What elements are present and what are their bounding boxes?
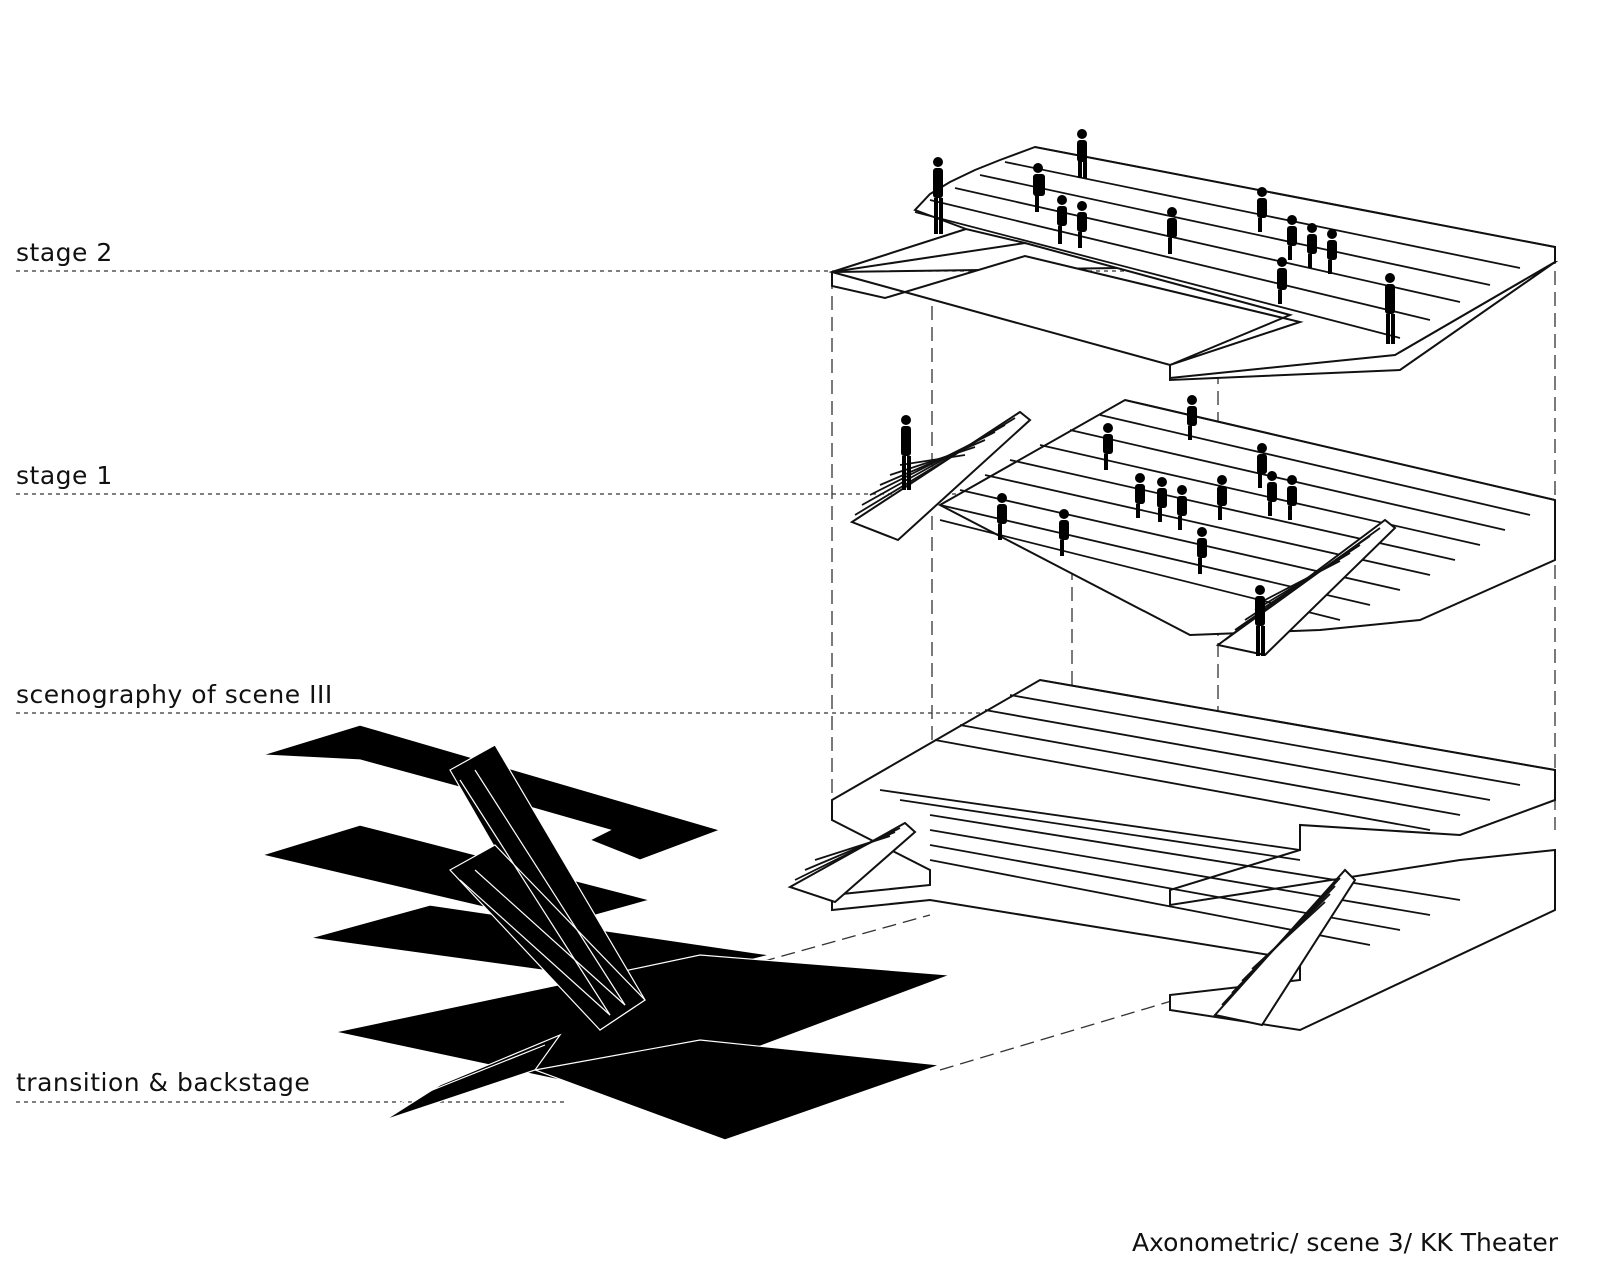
person-figure	[1255, 585, 1265, 656]
person-figure	[1177, 485, 1187, 530]
person-figure	[1257, 187, 1267, 232]
stage-1-left-stair	[849, 410, 1032, 542]
label-stage-2: stage 2	[16, 238, 113, 267]
person-figure	[1257, 443, 1267, 488]
stage-2-seating	[828, 145, 1559, 382]
label-scenography: scenography of scene III	[16, 680, 333, 709]
person-figure	[933, 157, 943, 234]
person-figure	[1157, 477, 1167, 522]
backstage-platforms	[259, 724, 951, 1141]
person-figure	[1197, 527, 1207, 574]
person-figure	[1307, 223, 1317, 268]
scenography-platform	[787, 678, 1556, 1032]
person-figure	[1277, 257, 1287, 304]
backstage-stairs	[384, 744, 646, 1121]
person-figure	[1327, 229, 1337, 274]
scenography-left-stair	[787, 821, 917, 904]
person-figure	[1103, 423, 1113, 470]
person-figure	[1187, 395, 1197, 440]
people-silhouettes	[901, 129, 1395, 656]
person-figure	[901, 415, 911, 490]
scenography-right-stair	[1213, 868, 1357, 1027]
scenography-steps	[879, 679, 1556, 946]
person-figure	[1287, 475, 1297, 520]
person-figure	[1059, 509, 1069, 556]
person-figure	[997, 493, 1007, 540]
stage-1-seating	[849, 398, 1556, 657]
person-figure	[1385, 273, 1395, 344]
person-figure	[1267, 471, 1277, 516]
person-figure	[1287, 215, 1297, 260]
person-figure	[1135, 473, 1145, 518]
label-stage-1: stage 1	[16, 461, 113, 490]
person-figure	[1217, 475, 1227, 520]
person-figure	[1077, 129, 1087, 178]
person-figure	[1057, 195, 1067, 244]
label-transition-backstage: transition & backstage	[16, 1068, 311, 1097]
figure-caption: Axonometric/ scene 3/ KK Theater	[1131, 1228, 1558, 1257]
person-figure	[1033, 163, 1045, 212]
person-figure	[1077, 201, 1087, 248]
person-figure	[1167, 207, 1177, 254]
